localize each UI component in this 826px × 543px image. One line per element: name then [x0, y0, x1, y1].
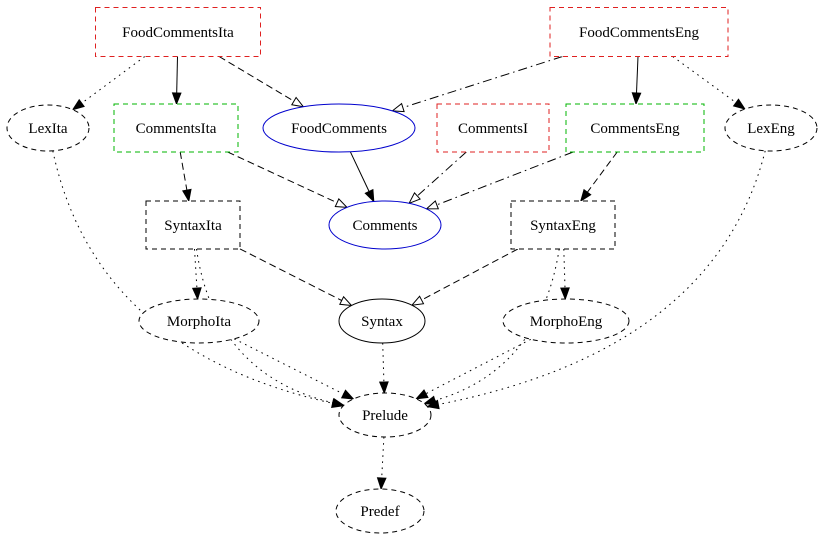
- edge-CommentsIta-SyntaxIta: [179, 151, 188, 191]
- arrowhead-open-CommentsIta-Comments: [334, 198, 349, 208]
- edge-CommentsEng-Comments: [436, 151, 574, 206]
- rect-outline-SyntaxIta: [145, 200, 241, 250]
- ellipse-outline-LexIta: [6, 104, 90, 152]
- arrowhead-filled-Syntax-Prelude: [378, 381, 389, 395]
- node-label-SyntaxEng: SyntaxEng: [530, 218, 596, 234]
- node-FoodCommentsEng: FoodCommentsEng: [549, 7, 729, 57]
- node-SyntaxEng: SyntaxEng: [510, 200, 616, 250]
- arrowhead-open-FoodCommentsIta-FoodComments: [291, 96, 305, 108]
- node-MorphoEng: MorphoEng: [502, 298, 630, 344]
- arrowhead-open-SyntaxIta-Syntax: [339, 295, 353, 307]
- ellipse-outline-Syntax: [338, 298, 426, 344]
- arrowhead-filled-CommentsEng-SyntaxEng: [579, 188, 592, 203]
- ellipse-outline-MorphoEng: [502, 298, 630, 344]
- edge-FoodComments-Comments: [349, 151, 370, 192]
- node-FoodCommentsIta: FoodCommentsIta: [95, 7, 261, 57]
- ellipse-outline-FoodComments: [262, 103, 416, 153]
- node-label-LexIta: LexIta: [28, 121, 67, 137]
- arrowhead-filled-FoodCommentsIta-CommentsIta: [171, 92, 182, 106]
- arrowhead-filled-CommentsIta-SyntaxIta: [182, 188, 192, 203]
- edge-SyntaxIta-Prelude: [196, 248, 334, 404]
- node-Predef: Predef: [335, 488, 425, 534]
- edge-MorphoIta-Prelude: [233, 338, 344, 395]
- rect-outline-CommentsIta: [113, 103, 239, 153]
- edge-MorphoEng-Prelude: [425, 338, 532, 395]
- edge-FoodCommentsEng-CommentsEng: [636, 56, 639, 94]
- arrowhead-open-CommentsI-Comments: [408, 192, 421, 205]
- rect-outline-CommentsI: [436, 103, 550, 153]
- node-LexIta: LexIta: [6, 104, 90, 152]
- edge-CommentsEng-SyntaxEng: [586, 151, 618, 193]
- edge-SyntaxIta-Syntax: [239, 248, 342, 301]
- node-FoodComments: FoodComments: [262, 103, 416, 153]
- node-label-MorphoIta: MorphoIta: [167, 314, 231, 330]
- arrowhead-filled-FoodComments-Comments: [364, 188, 375, 203]
- ellipse-outline-Predef: [335, 488, 425, 534]
- arrowhead-filled-FoodCommentsEng-CommentsEng: [631, 92, 642, 106]
- node-MorphoIta: MorphoIta: [138, 298, 260, 344]
- node-Comments: Comments: [328, 200, 442, 250]
- node-CommentsEng: CommentsEng: [565, 103, 705, 153]
- edge-Prelude-Predef: [381, 436, 385, 479]
- edge-FoodCommentsIta-LexIta: [81, 56, 146, 104]
- node-label-Predef: Predef: [360, 504, 399, 520]
- node-label-FoodCommentsIta: FoodCommentsIta: [122, 25, 234, 41]
- arrowhead-filled-LexEng-Prelude: [426, 399, 440, 410]
- edge-FoodCommentsEng-LexEng: [672, 56, 737, 104]
- node-label-CommentsEng: CommentsEng: [590, 121, 680, 137]
- node-label-Syntax: Syntax: [361, 314, 403, 330]
- edge-SyntaxEng-MorphoEng: [563, 248, 566, 289]
- arrowhead-filled-Prelude-Predef: [376, 477, 387, 491]
- edge-FoodCommentsIta-CommentsIta: [176, 56, 178, 94]
- arrowhead-open-SyntaxEng-Syntax: [410, 295, 425, 306]
- node-LexEng: LexEng: [724, 104, 818, 152]
- node-label-Prelude: Prelude: [362, 408, 408, 424]
- rect-outline-CommentsEng: [565, 103, 705, 153]
- node-label-SyntaxIta: SyntaxIta: [164, 218, 222, 234]
- node-label-Comments: Comments: [352, 218, 417, 234]
- edge-FoodCommentsEng-FoodComments: [402, 56, 563, 109]
- node-label-CommentsI: CommentsI: [458, 121, 528, 137]
- node-Prelude: Prelude: [338, 392, 432, 438]
- arrowhead-filled-SyntaxIta-Prelude: [331, 397, 346, 408]
- arrowhead-open-CommentsEng-Comments: [425, 200, 440, 210]
- ellipse-outline-MorphoIta: [138, 298, 260, 344]
- node-SyntaxIta: SyntaxIta: [145, 200, 241, 250]
- arrowhead-filled-FoodCommentsIta-LexIta: [71, 98, 85, 111]
- edge-Syntax-Prelude: [382, 342, 385, 383]
- edge-CommentsI-Comments: [416, 151, 467, 197]
- edge-FoodCommentsIta-FoodComments: [218, 56, 295, 102]
- edge-SyntaxEng-Syntax: [421, 248, 519, 301]
- edge-LexEng-Prelude: [438, 150, 766, 405]
- ellipse-outline-Prelude: [338, 392, 432, 438]
- ellipse-outline-Comments: [328, 200, 442, 250]
- node-label-CommentsIta: CommentsIta: [136, 121, 217, 137]
- edge-SyntaxIta-MorphoIta: [194, 248, 198, 289]
- node-label-LexEng: LexEng: [747, 121, 795, 137]
- arrowhead-filled-SyntaxEng-MorphoEng: [560, 287, 570, 301]
- arrowhead-filled-MorphoIta-Prelude: [340, 389, 355, 400]
- rect-outline-FoodCommentsEng: [549, 7, 729, 57]
- edge-LexIta-Prelude: [52, 150, 333, 404]
- node-label-FoodCommentsEng: FoodCommentsEng: [579, 25, 700, 41]
- rect-outline-FoodCommentsIta: [95, 7, 261, 57]
- arrowhead-filled-FoodCommentsEng-LexEng: [732, 98, 747, 110]
- ellipse-outline-LexEng: [724, 104, 818, 152]
- arrowhead-filled-SyntaxIta-MorphoIta: [191, 287, 202, 301]
- node-label-FoodComments: FoodComments: [291, 121, 387, 137]
- arrowhead-filled-MorphoEng-Prelude: [414, 389, 429, 400]
- node-CommentsIta: CommentsIta: [113, 103, 239, 153]
- node-CommentsI: CommentsI: [436, 103, 550, 153]
- rect-outline-SyntaxEng: [510, 200, 616, 250]
- arrowhead-open-FoodCommentsEng-FoodComments: [391, 102, 405, 113]
- node-Syntax: Syntax: [338, 298, 426, 344]
- node-label-MorphoEng: MorphoEng: [530, 314, 603, 330]
- edge-CommentsIta-Comments: [227, 151, 338, 204]
